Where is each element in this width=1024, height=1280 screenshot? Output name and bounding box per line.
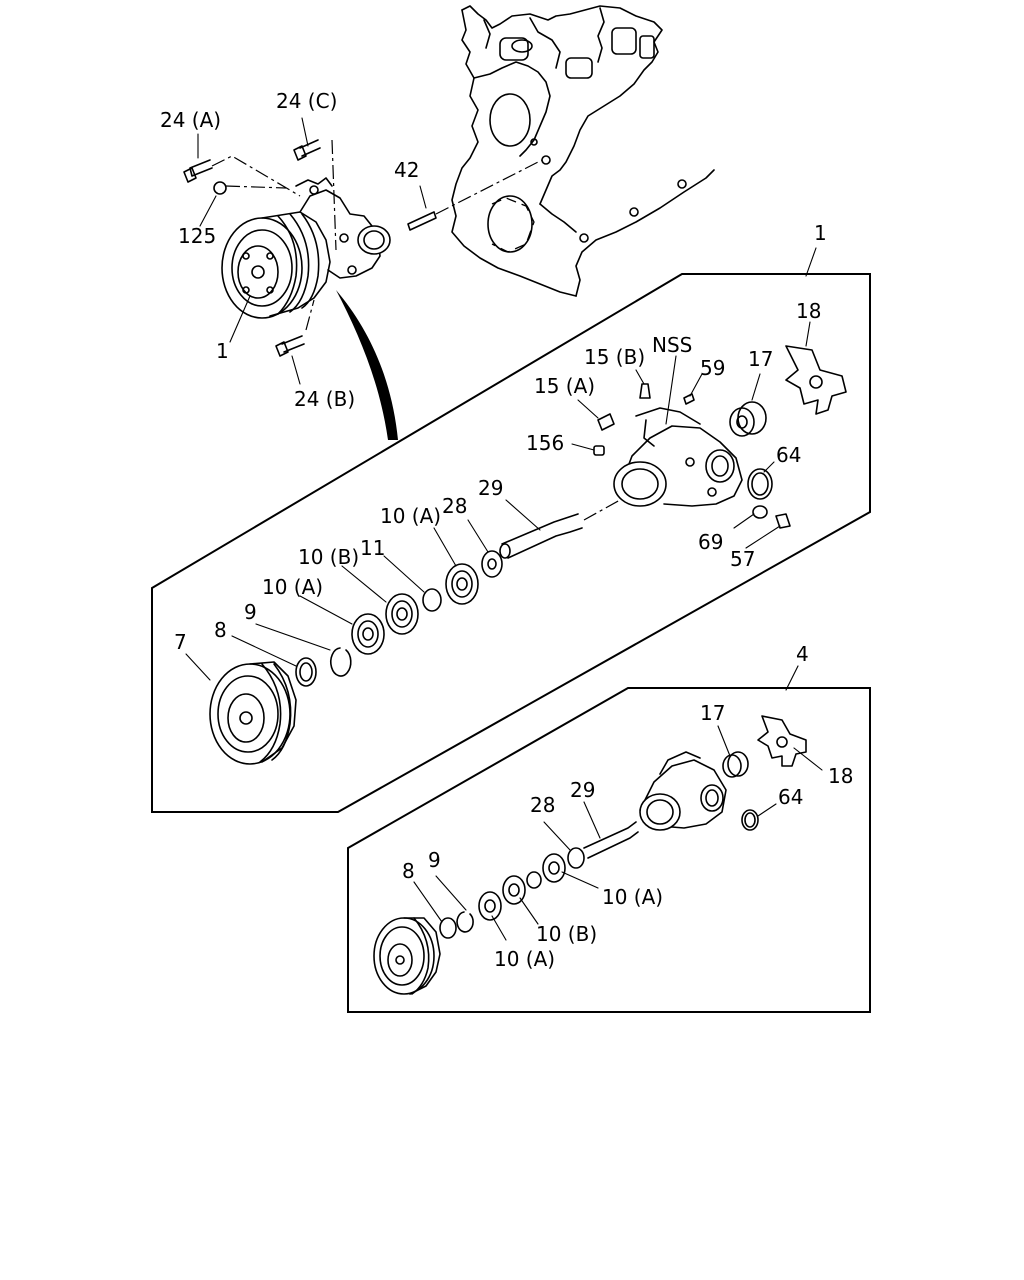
label-57: 57	[730, 547, 755, 571]
label-24b: 24 (B)	[294, 387, 355, 411]
label-10a-upper2: 10 (A)	[262, 575, 323, 599]
label-17-upper: 17	[748, 347, 773, 371]
label-59: 59	[700, 356, 725, 380]
label-1-kit: 1	[814, 221, 827, 245]
label-10a-lower2: 10 (A)	[494, 947, 555, 971]
label-10b-lower: 10 (B)	[536, 922, 597, 946]
kit-1-outline	[151, 273, 871, 813]
label-15a: 15 (A)	[534, 374, 595, 398]
label-64-lower: 64	[778, 785, 803, 809]
label-29-upper: 29	[478, 476, 503, 500]
label-69: 69	[698, 530, 723, 554]
label-15b: 15 (B)	[584, 345, 645, 369]
label-9-lower: 9	[428, 848, 441, 872]
label-10b-upper: 10 (B)	[298, 545, 359, 569]
label-1-pump: 1	[216, 339, 229, 363]
label-7: 7	[174, 630, 187, 654]
label-29-lower: 29	[570, 778, 595, 802]
kit-1-parts	[209, 345, 847, 765]
label-64-upper: 64	[776, 443, 801, 467]
kit-4-outline	[347, 687, 871, 1013]
label-125: 125	[178, 224, 216, 248]
label-18-upper: 18	[796, 299, 821, 323]
label-10a-upper1: 10 (A)	[380, 504, 441, 528]
label-28-upper: 28	[442, 494, 467, 518]
leader-lines	[185, 117, 823, 941]
label-11: 11	[360, 536, 385, 560]
label-4-kit: 4	[796, 642, 809, 666]
water-pump-assembly-top	[183, 139, 543, 357]
label-18-lower: 18	[828, 764, 853, 788]
label-nss: NSS	[652, 333, 692, 357]
assembly-arrow	[336, 290, 398, 440]
label-8-upper: 8	[214, 618, 227, 642]
label-24c: 24 (C)	[276, 89, 337, 113]
label-8-lower: 8	[402, 859, 415, 883]
label-10a-lower1: 10 (A)	[602, 885, 663, 909]
label-24a: 24 (A)	[160, 108, 221, 132]
kit-4-parts	[373, 715, 807, 995]
label-28-lower: 28	[530, 793, 555, 817]
label-156: 156	[526, 431, 564, 455]
label-17-lower: 17	[700, 701, 725, 725]
label-42: 42	[394, 158, 419, 182]
label-9-upper: 9	[244, 600, 257, 624]
engine-block-outline	[451, 5, 715, 297]
